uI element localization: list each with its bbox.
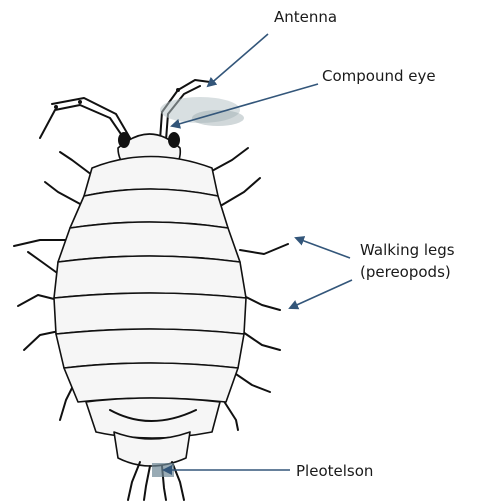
label-antenna: Antenna <box>274 8 337 26</box>
isopod-illustration <box>14 80 288 500</box>
arrow-walking-legs-lower <box>290 280 352 308</box>
segment-5 <box>54 293 246 334</box>
body <box>54 134 246 466</box>
pleon <box>86 398 220 438</box>
segment-4 <box>54 256 246 298</box>
compound-eye-left <box>118 132 130 148</box>
label-pereopods: (pereopods) <box>360 263 451 281</box>
compound-eye-right <box>168 132 180 148</box>
blur-patch <box>160 97 244 126</box>
uropods <box>128 462 184 500</box>
segment-6 <box>56 329 244 368</box>
label-pleotelson: Pleotelson <box>296 462 373 480</box>
label-walking-legs: Walking legs <box>360 241 455 259</box>
arrow-antenna <box>208 34 268 86</box>
segment-7 <box>64 363 238 402</box>
arrow-walking-legs-upper <box>296 238 350 258</box>
antenna-left <box>40 98 130 140</box>
labels: Antenna Compound eye Walking legs (pereo… <box>274 8 455 480</box>
label-compound-eye: Compound eye <box>322 67 436 85</box>
